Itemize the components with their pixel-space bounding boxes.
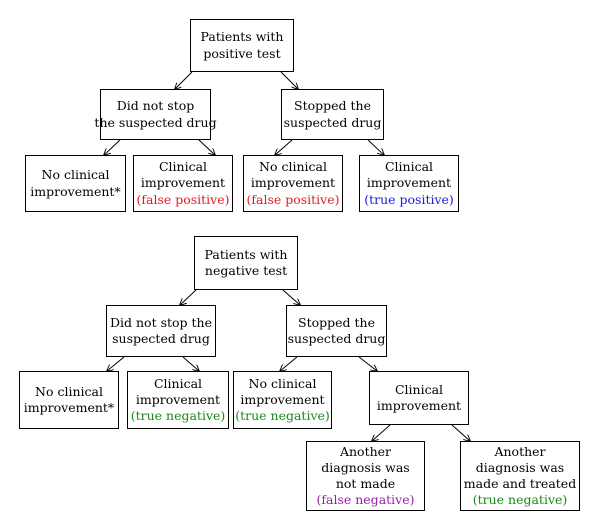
arrow-neg-right-rr [358, 356, 377, 371]
arrow-neg-right-rl [280, 356, 298, 371]
arrow-pos-right-rl [275, 139, 293, 155]
neg-rrl-box: Another diagnosis was not made (false ne… [306, 441, 425, 511]
neg-left-box: Did not stop the suspected drug [106, 305, 216, 357]
arrow-neg-left-lr [182, 356, 199, 371]
pos-lr-box: Clinical improvement (false positive) [133, 155, 233, 212]
pos-left-box: Did not stop the suspected drug [94, 89, 217, 140]
arrow-neg-rr-rrr [451, 424, 470, 441]
neg-root-box: Patients with negative test [194, 236, 298, 290]
arrow-pos-root-left [175, 71, 193, 89]
neg-right-box: Stopped the suspected drug [286, 305, 387, 357]
pos-rl-box: No clinical improvement (false positive) [243, 155, 343, 212]
arrow-pos-left-ll [104, 139, 121, 155]
pos-rr-box: Clinical improvement (true positive) [359, 155, 459, 212]
neg-rrr-box: Another diagnosis was made and treated (… [460, 441, 580, 511]
arrow-neg-left-ll [107, 356, 125, 371]
neg-lr-box: Clinical improvement (true negative) [127, 371, 229, 429]
pos-root-box: Patients with positive test [190, 19, 294, 72]
neg-rr-box: Clinical improvement [369, 371, 469, 425]
arrow-neg-root-right [282, 289, 300, 305]
arrow-neg-rr-rrl [372, 424, 391, 441]
neg-rl-box: No clinical improvement (true negative) [233, 371, 332, 429]
pos-ll-box: No clinical improvement* [25, 155, 126, 212]
arrow-pos-right-rr [367, 139, 384, 155]
arrow-pos-root-right [280, 71, 298, 89]
arrow-pos-left-lr [198, 139, 215, 155]
arrow-neg-root-left [180, 289, 197, 305]
neg-ll-box: No clinical improvement* [19, 371, 119, 429]
pos-right-box: Stopped the suspected drug [281, 89, 384, 140]
